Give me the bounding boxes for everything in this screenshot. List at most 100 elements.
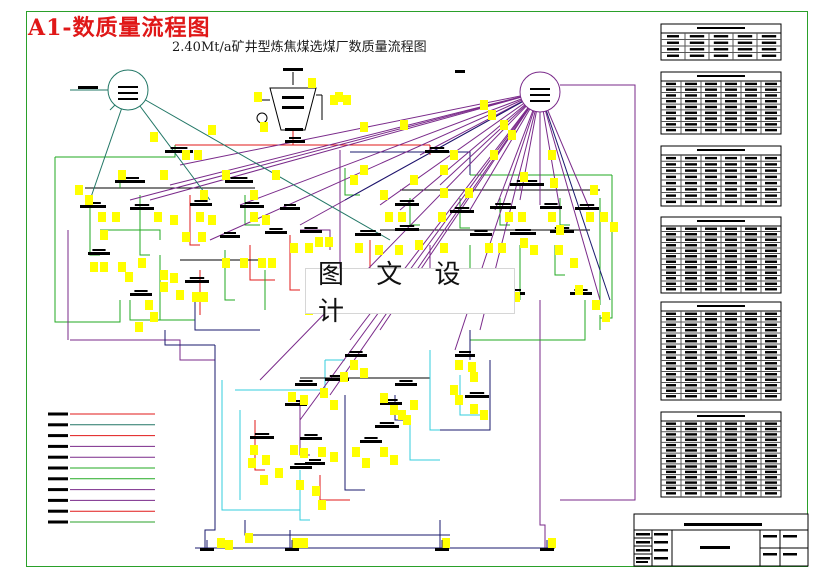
table-cell-text — [713, 35, 729, 38]
table-cell-text — [685, 249, 697, 252]
flow-line — [149, 91, 541, 201]
table-cell-text — [666, 117, 676, 120]
data-label — [318, 447, 326, 457]
table-cell-text — [745, 362, 757, 365]
table-cell-text — [667, 54, 679, 57]
process-block — [282, 96, 304, 99]
legend-key-label — [48, 423, 68, 427]
circle-text-bar — [530, 94, 550, 96]
table-cell-text — [761, 54, 777, 57]
process-block — [189, 277, 205, 279]
data-label — [390, 405, 398, 415]
table-cell-text — [745, 188, 757, 191]
data-label — [222, 258, 230, 268]
table-cell-text — [666, 329, 676, 332]
data-label — [125, 272, 133, 282]
table-cell-text — [745, 111, 757, 114]
table-cell-text — [705, 128, 717, 132]
flow-line — [244, 520, 450, 536]
table-cell-text — [745, 492, 757, 495]
flow-line — [539, 91, 601, 301]
table-cell-text — [666, 111, 676, 114]
table-cell-text — [765, 277, 777, 280]
table-cell-text — [745, 389, 757, 392]
process-block — [509, 289, 521, 291]
table-cell-text — [685, 194, 697, 197]
flow-line — [600, 175, 613, 319]
table-cell-text — [745, 470, 757, 474]
table-cell-text — [666, 334, 676, 337]
table-cell-text — [666, 367, 676, 370]
table-cell-text — [685, 188, 697, 191]
table-cell-text — [765, 340, 777, 343]
table-cell-text — [705, 260, 717, 263]
data-label — [240, 258, 248, 268]
table-cell-text — [666, 249, 676, 252]
table-cell-text — [685, 362, 697, 365]
table-cell-text — [705, 123, 717, 126]
data-label — [520, 172, 528, 182]
table-cell-text — [725, 470, 737, 474]
flow-line — [139, 195, 150, 256]
flow-line — [469, 91, 541, 211]
table-cell-text — [765, 163, 777, 166]
circle-text-bar — [118, 86, 138, 88]
data-label — [182, 232, 190, 242]
table-cell-text — [666, 389, 676, 392]
circle-text-bar — [118, 92, 138, 94]
data-label — [288, 392, 296, 402]
data-label — [330, 95, 338, 105]
table-cell-text — [666, 156, 676, 160]
data-label — [602, 312, 610, 322]
flow-line — [494, 91, 541, 211]
process-block — [469, 392, 485, 394]
table-cell-text — [685, 443, 697, 447]
data-label — [200, 292, 208, 302]
data-label — [438, 212, 446, 222]
circle-text-bar — [530, 100, 550, 102]
table-cell-text — [745, 169, 757, 172]
table-cell-text — [666, 465, 676, 468]
table-cell-text — [685, 465, 697, 468]
flow-line — [55, 145, 176, 158]
table-cell-text — [745, 288, 757, 291]
table-cell-text — [705, 169, 717, 172]
process-block — [134, 204, 150, 206]
table-cell-text — [765, 88, 777, 91]
process-block — [165, 150, 193, 153]
table-cell-text — [765, 169, 777, 172]
table-cell-text — [705, 454, 717, 458]
table-cell-text — [765, 395, 777, 398]
table-cell-text — [705, 323, 717, 326]
table-cell-text — [725, 100, 737, 103]
watermark-text: 图 文 设 计 — [318, 260, 473, 327]
table-cell-text — [666, 486, 676, 490]
data-label — [520, 238, 528, 248]
table-cell-text — [765, 266, 777, 269]
data-label — [380, 190, 388, 200]
table-cell-text — [745, 271, 757, 274]
process-block — [470, 233, 492, 236]
flow-line — [169, 91, 541, 186]
table-cell-text — [765, 128, 777, 132]
table-cell-text — [745, 277, 757, 280]
flow-line — [344, 395, 365, 491]
table-cell-text — [685, 128, 697, 132]
data-label — [308, 78, 316, 88]
data-label — [440, 188, 448, 198]
process-block — [309, 459, 321, 461]
table-cell-text — [725, 454, 737, 458]
process-block — [455, 354, 475, 357]
table-title-bar — [697, 305, 745, 307]
table-cell-text — [725, 200, 737, 204]
table-cell-text — [685, 312, 697, 315]
table-cell-text — [685, 123, 697, 126]
table-cell-text — [725, 88, 737, 91]
table-cell-text — [765, 351, 777, 354]
flow-line — [204, 345, 216, 548]
data-label — [170, 215, 178, 225]
table-cell-text — [685, 459, 697, 463]
data-label — [380, 447, 388, 457]
product-outlet — [540, 548, 554, 551]
table-cell-text — [713, 41, 729, 44]
